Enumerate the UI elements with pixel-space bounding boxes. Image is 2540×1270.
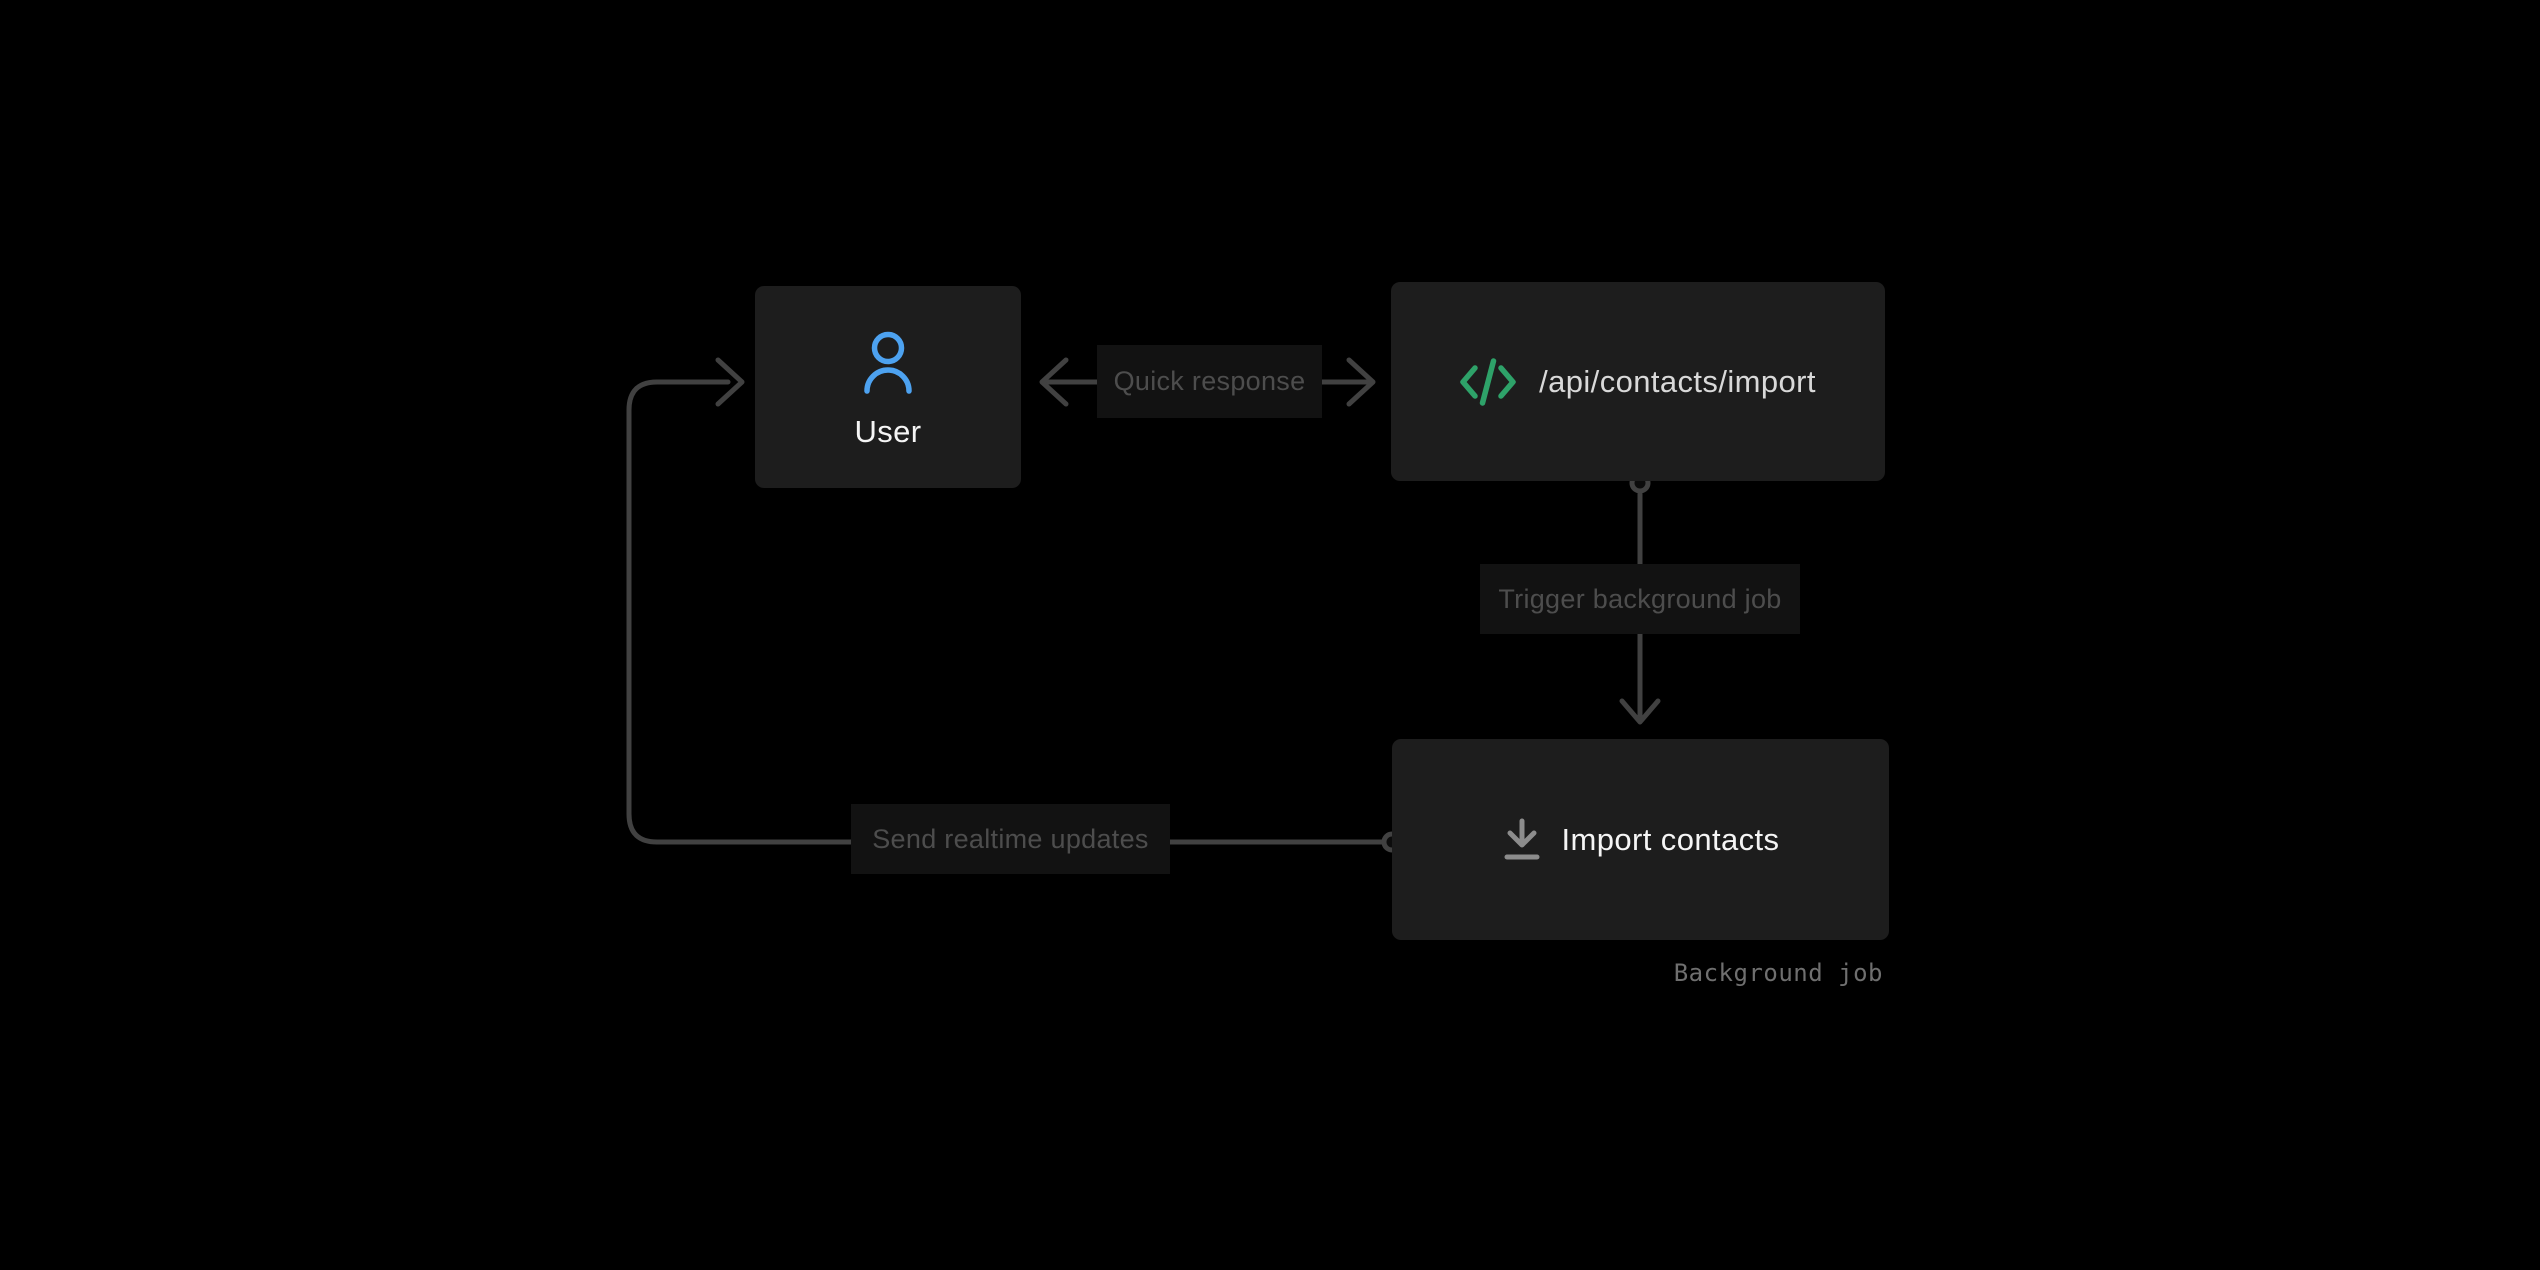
node-user[interactable]: User (755, 286, 1021, 488)
arrowhead-left-icon (1039, 357, 1069, 407)
user-icon (864, 331, 912, 394)
edge-send-updates-line (626, 379, 1386, 845)
arrowhead-down-icon (1619, 698, 1661, 725)
code-icon (1460, 357, 1516, 406)
arrowhead-right-icon (1346, 357, 1376, 407)
edge-label-quick-response[interactable]: Quick response (1097, 345, 1322, 418)
arrowhead-into-user-icon (715, 357, 745, 407)
node-user-label: User (854, 413, 922, 449)
node-api-label: /api/contacts/import (1539, 363, 1816, 399)
edge-label-send-realtime-updates[interactable]: Send realtime updates (851, 804, 1170, 874)
node-import-contacts[interactable]: Import contacts (1392, 739, 1889, 940)
background-job-caption: Background job (1673, 959, 1883, 987)
download-icon (1504, 818, 1540, 859)
edge-label-trigger-background-job[interactable]: Trigger background job (1480, 564, 1800, 634)
node-import-label: Import contacts (1561, 821, 1780, 857)
node-api-endpoint[interactable]: /api/contacts/import (1391, 282, 1885, 481)
